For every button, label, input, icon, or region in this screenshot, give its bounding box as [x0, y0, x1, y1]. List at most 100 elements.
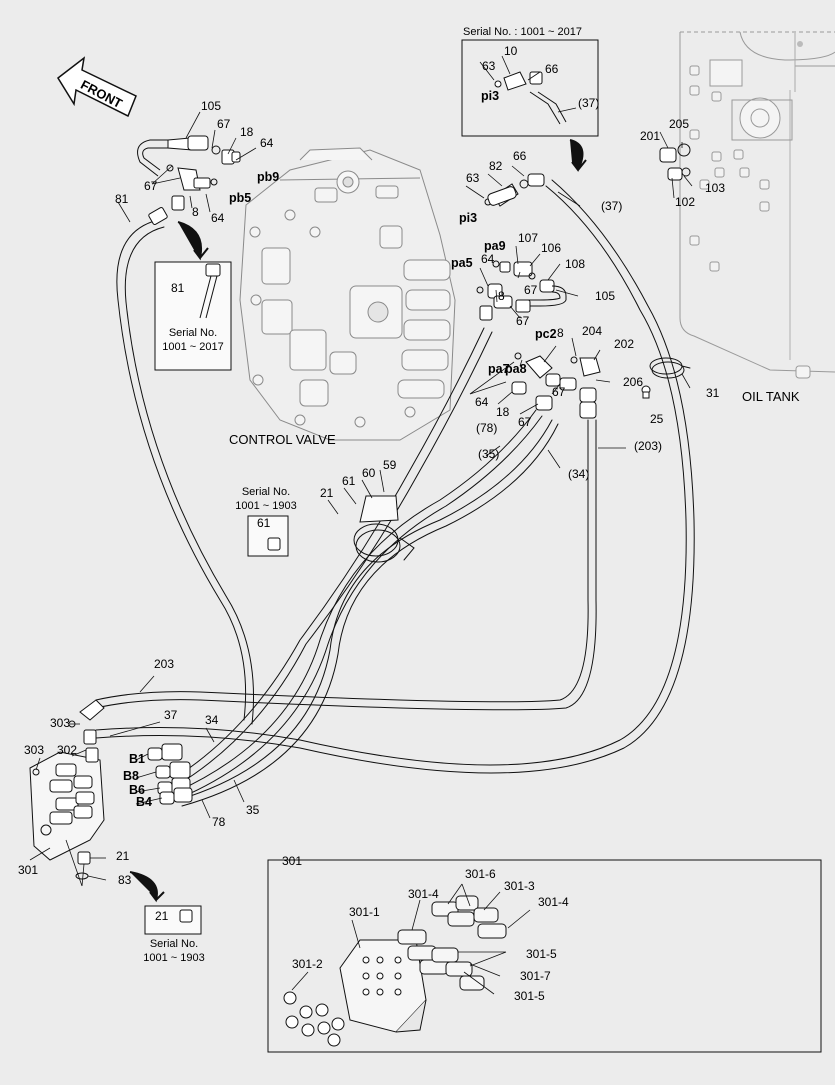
hose-37 [95, 179, 695, 774]
callout-202: 202 [614, 337, 634, 351]
hose-clamp-31 [649, 357, 691, 379]
callout-34-left: 34 [205, 713, 219, 727]
callout-pi3: pi3 [459, 211, 477, 225]
callout-37-right: (37) [601, 199, 622, 213]
callout-82: 82 [489, 159, 503, 173]
inset-serial-61 [247, 515, 289, 557]
callout-301-4b: 301-4 [538, 895, 569, 909]
callout-63-inset: 63 [482, 59, 496, 73]
callout-61-inset: 61 [257, 516, 271, 530]
callout-8-pc2: 8 [557, 326, 564, 340]
callout-67-top: 67 [217, 117, 231, 131]
callout-301: 301 [18, 863, 38, 877]
callout-25: 25 [650, 412, 664, 426]
hose-clamp-59 [353, 495, 415, 563]
callout-66-inset: 66 [545, 62, 559, 76]
callout-60: 60 [362, 466, 376, 480]
callout-8-top: 8 [192, 205, 199, 219]
callout-67-low: 67 [518, 415, 532, 429]
callout-301-2: 301-2 [292, 957, 323, 971]
callout-pa9: pa9 [484, 239, 506, 253]
hose-78 [171, 327, 493, 787]
callout-B6: B6 [129, 783, 145, 797]
callout-81-inset: 81 [171, 281, 185, 295]
hose-81 [116, 219, 254, 725]
callout-108: 108 [565, 257, 585, 271]
callout-18-pa7: 18 [496, 405, 510, 419]
leader-lines [29, 55, 693, 995]
callout-64-top: 64 [260, 136, 274, 150]
callout-81-top: 81 [115, 192, 129, 206]
callout-67-r1: 67 [524, 283, 538, 297]
callout-pc2: pc2 [535, 327, 557, 341]
fittings-top-left [137, 135, 241, 225]
callout-64-left: 64 [211, 211, 225, 225]
callout-102: 102 [675, 195, 695, 209]
detail-box-301 [267, 859, 822, 1053]
oil-tank [679, 31, 835, 379]
callout-8-right: 8 [498, 289, 505, 303]
hose-203 [95, 419, 597, 711]
callout-303-a: 303 [50, 716, 70, 730]
callout-67-r2: 67 [516, 314, 530, 328]
callout-204: 204 [582, 324, 602, 338]
callout-10: 10 [504, 44, 518, 58]
callout-59: 59 [383, 458, 397, 472]
callout-64-pa7: 64 [475, 395, 489, 409]
callout-37-left: 37 [164, 708, 178, 722]
callout-203-right: (203) [634, 439, 662, 453]
callout-pa7: pa7 [488, 362, 510, 376]
callout-61: 61 [342, 474, 356, 488]
hoses [95, 179, 695, 807]
callout-103: 103 [705, 181, 725, 195]
callout-B1: B1 [129, 752, 145, 766]
callout-35-top: (35) [478, 447, 499, 461]
callout-pb9: pb9 [257, 170, 279, 184]
front-arrow [57, 56, 137, 118]
hose-34 [177, 419, 559, 807]
callout-301-4a: 301-4 [408, 887, 439, 901]
callout-67-left: 67 [144, 179, 158, 193]
callout-21-mid: 21 [320, 486, 334, 500]
callout-201: 201 [640, 129, 660, 143]
callout-31: 31 [706, 386, 720, 400]
callout-301-7: 301-7 [520, 969, 551, 983]
callout-203-left: 203 [154, 657, 174, 671]
callout-106: 106 [541, 241, 561, 255]
callout-pb5: pb5 [229, 191, 251, 205]
callout-302: 302 [57, 743, 77, 757]
inset-serial-pi3 [461, 39, 599, 172]
callout-66: 66 [513, 149, 527, 163]
callout-205: 205 [669, 117, 689, 131]
inset-serial-21 [129, 871, 202, 935]
fittings-right [476, 143, 691, 419]
bracket-301-assembly [29, 699, 193, 880]
callout-78-top: (78) [476, 421, 497, 435]
callout-35-left: 35 [246, 803, 260, 817]
callout-21-low: 21 [116, 849, 130, 863]
callout-pa8: pa8 [505, 362, 527, 376]
callout-78-left: 78 [212, 815, 226, 829]
callout-301-box: 301 [282, 854, 302, 868]
callout-pi3-inset: pi3 [481, 89, 499, 103]
callout-63: 63 [466, 171, 480, 185]
callout-206: 206 [623, 375, 643, 389]
callout-83: 83 [118, 873, 132, 887]
inset-serial-81 [154, 221, 232, 371]
callout-303-b: 303 [24, 743, 44, 757]
callout-301-5b: 301-5 [514, 989, 545, 1003]
callout-301-6: 301-6 [465, 867, 496, 881]
callout-64-right: 64 [481, 252, 495, 266]
callout-301-3: 301-3 [504, 879, 535, 893]
callout-301-5a: 301-5 [526, 947, 557, 961]
callout-301-1: 301-1 [349, 905, 380, 919]
callout-21-inset: 21 [155, 909, 169, 923]
callout-67-pc2: 67 [552, 385, 566, 399]
control-valve [239, 147, 456, 441]
callout-B8: B8 [123, 769, 139, 783]
callout-B4: B4 [136, 795, 152, 809]
callout-pa5: pa5 [451, 256, 473, 270]
callout-37-inset: (37) [578, 96, 599, 110]
